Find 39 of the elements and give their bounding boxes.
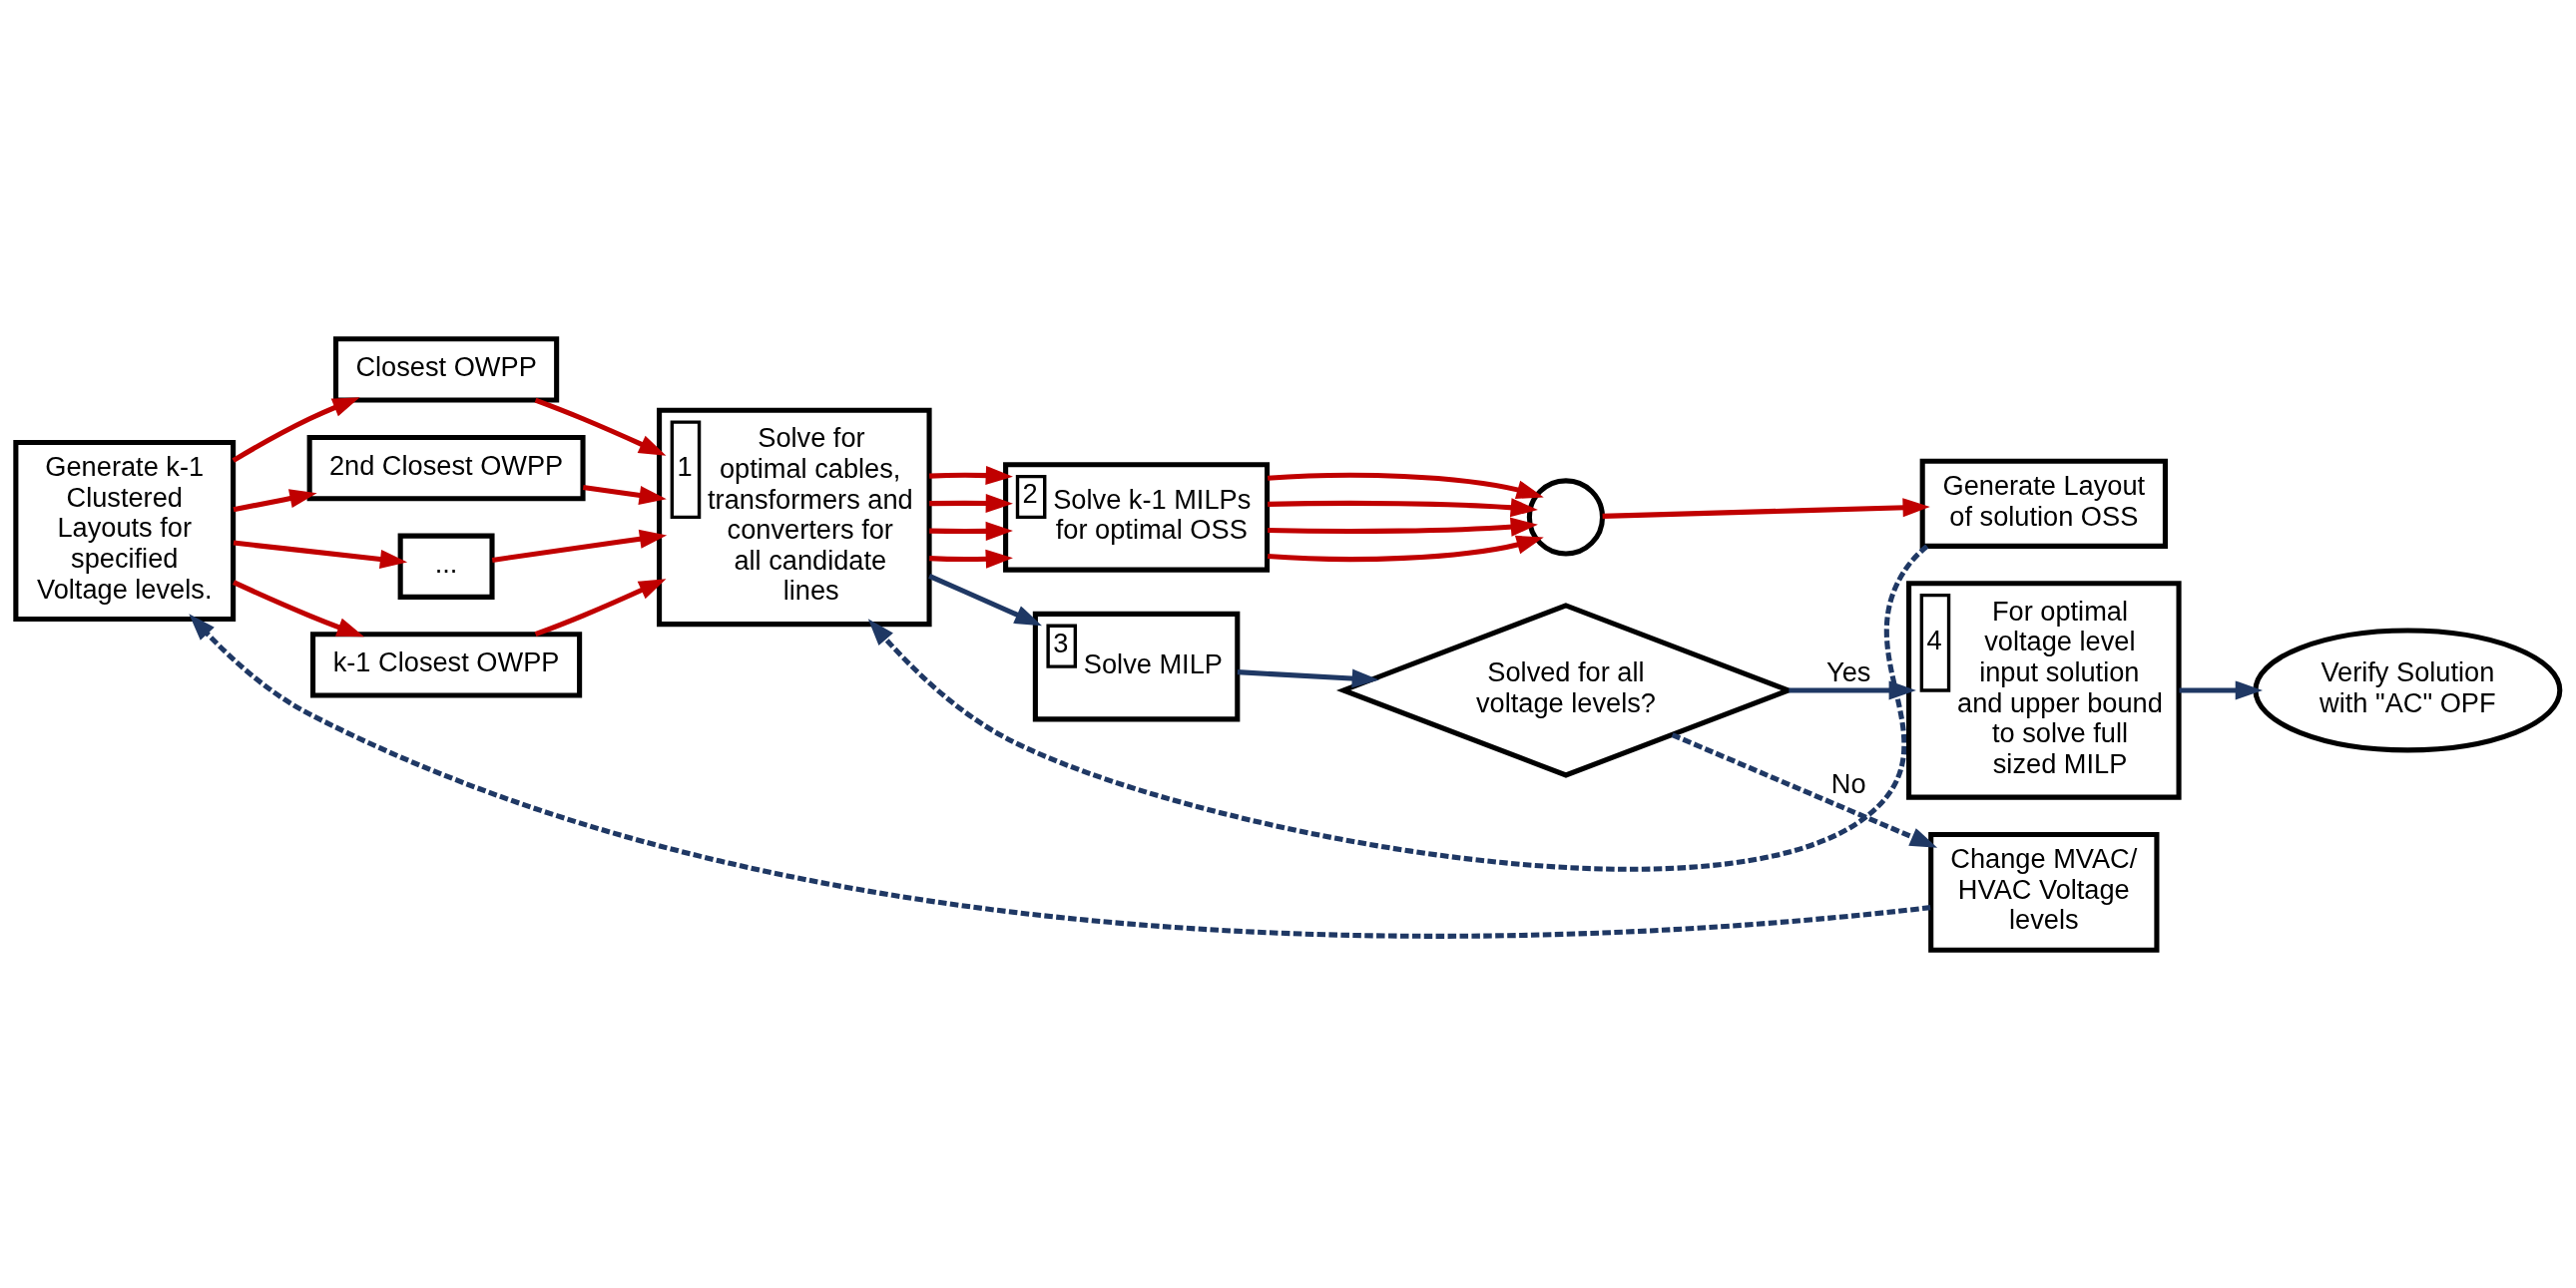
arrow — [1602, 497, 1930, 519]
node-circle — [1526, 477, 1606, 557]
arrow — [1237, 668, 1379, 688]
node-box: k-1 Closest OWPP — [310, 631, 583, 698]
arrow — [233, 540, 408, 569]
arrow — [929, 465, 1013, 485]
arrow — [1671, 731, 1938, 848]
node-box: 2nd Closest OWPP — [306, 434, 586, 501]
arrow — [491, 529, 668, 563]
node-box: Generate Layout of solution OSS — [1919, 458, 2168, 549]
arrow — [534, 397, 667, 456]
arrow — [867, 544, 1929, 872]
arrow — [1267, 535, 1544, 562]
node-box: 2 Solve k-1 MILPs for optimal OSS — [1003, 461, 1271, 573]
arrow — [1268, 497, 1538, 517]
node-box: Change MVAC/ HVAC Voltage levels — [1928, 831, 2160, 953]
arrow — [232, 396, 360, 463]
arrow — [929, 493, 1013, 513]
arrow — [929, 549, 1013, 569]
edge-label: Yes — [1826, 655, 1871, 687]
node-box: Generate k-1 Clustered Layouts for specified Voltage levels. — [13, 439, 237, 622]
arrow — [534, 578, 667, 637]
arrow — [233, 579, 364, 637]
node-box: Closest OWPP — [332, 335, 560, 403]
arrow — [929, 521, 1013, 541]
arrow — [1267, 472, 1544, 499]
node-box: 1 Solve for optimal cables, transformers and converters for all candidate lines — [657, 407, 932, 627]
arrow — [2179, 679, 2263, 699]
arrow — [1789, 679, 1916, 699]
node-box: 4 For optimal voltage level input solution and upper bound to solve full sized MILP — [1906, 580, 2182, 800]
node-ellipse: Verify Solution with "AC" OPF — [2253, 628, 2563, 752]
node-box: ... — [397, 533, 495, 600]
arrow — [582, 484, 667, 505]
arrow — [1268, 517, 1538, 537]
arrow — [233, 488, 317, 512]
arrow — [189, 613, 1931, 938]
arrow — [928, 573, 1042, 626]
edge-label: No — [1830, 767, 1866, 799]
node-box: 3 Solve MILP — [1032, 611, 1241, 721]
